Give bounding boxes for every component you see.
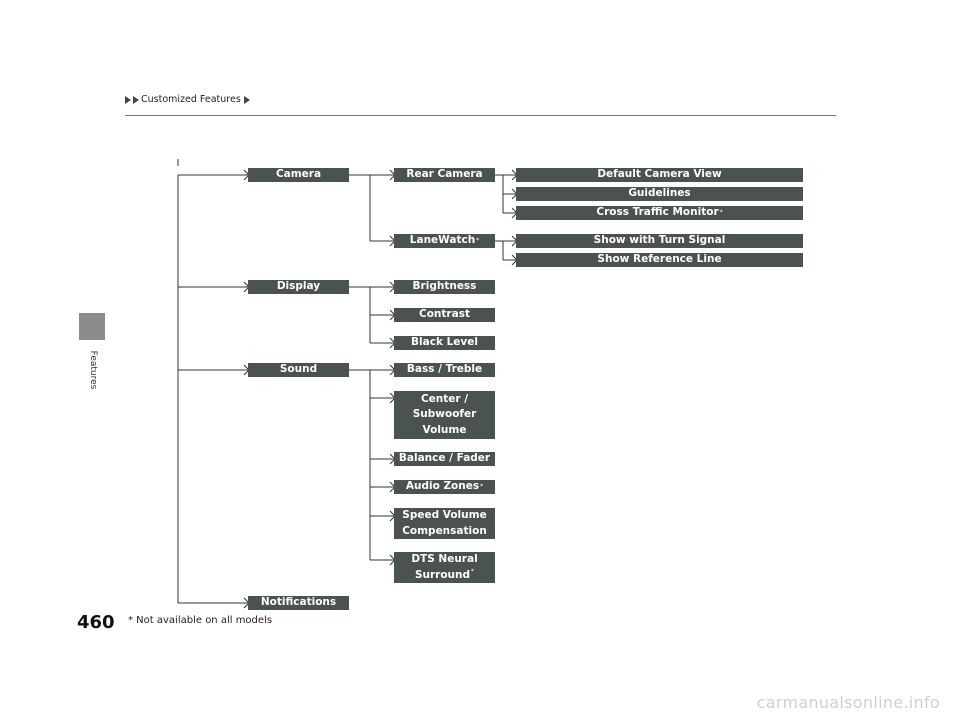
menu-node-guidelines[interactable]: Guidelines — [516, 187, 803, 201]
menu-node-label: Sound — [279, 363, 318, 376]
menu-node-label: Cross Traffic Monitor — [596, 206, 719, 219]
menu-node-label: LaneWatch — [409, 234, 476, 247]
menu-node-brightness[interactable]: Brightness — [394, 280, 495, 294]
menu-node-contrast[interactable]: Contrast — [394, 308, 495, 322]
asterisk-mark: * — [476, 236, 480, 244]
menu-node-camera[interactable]: Camera — [248, 168, 349, 182]
menu-node-balance-fader[interactable]: Balance / Fader — [394, 452, 495, 466]
menu-node-show-reference-line[interactable]: Show Reference Line — [516, 253, 803, 267]
menu-node-show-with-turn-signal[interactable]: Show with Turn Signal — [516, 234, 803, 248]
menu-node-dts-neural-surround[interactable]: DTS Neural Surround* — [394, 552, 495, 583]
menu-node-label: Black Level — [411, 336, 478, 349]
menu-node-notifications[interactable]: Notifications — [248, 596, 349, 610]
menu-node-label: Default Camera View — [597, 168, 722, 181]
breadcrumb-arrow-icon — [133, 95, 139, 104]
breadcrumb-label[interactable]: Customized Features — [141, 94, 241, 105]
breadcrumb-arrow-icon — [125, 95, 131, 104]
watermark: carmanualsonline.info — [756, 693, 940, 712]
menu-node-label: Show with Turn Signal — [593, 234, 726, 247]
asterisk-mark: * — [471, 568, 475, 575]
header-divider — [125, 115, 836, 116]
menu-node-lanewatch[interactable]: LaneWatch* — [394, 234, 495, 248]
menu-node-black-level[interactable]: Black Level — [394, 336, 495, 350]
menu-node-bass-treble[interactable]: Bass / Treble — [394, 363, 495, 377]
asterisk-mark: * — [719, 208, 723, 216]
menu-node-label: Notifications — [260, 596, 337, 609]
menu-node-label: Audio Zones — [405, 480, 480, 493]
menu-node-label: Guidelines — [628, 187, 691, 200]
menu-node-label: Contrast — [419, 308, 470, 321]
footnote: * Not available on all models — [128, 615, 273, 626]
menu-node-label: Brightness — [412, 280, 477, 293]
menu-node-label: Balance / Fader — [398, 452, 491, 465]
breadcrumb-arrow-icon — [243, 95, 250, 104]
menu-node-speed-volume-compensation[interactable]: Speed Volume Compensation — [394, 508, 495, 539]
menu-node-cross-traffic-monitor[interactable]: Cross Traffic Monitor* — [516, 206, 803, 220]
breadcrumb[interactable]: Customized Features — [125, 94, 252, 105]
menu-node-label: Display — [276, 280, 321, 293]
menu-node-center-subwoofer-volume[interactable]: Center / Subwoofer Volume — [394, 391, 495, 439]
menu-node-default-camera-view[interactable]: Default Camera View — [516, 168, 803, 182]
menu-node-sound[interactable]: Sound — [248, 363, 349, 377]
menu-node-label: Center / Subwoofer Volume — [412, 393, 477, 436]
menu-node-label: Bass / Treble — [406, 363, 483, 376]
menu-node-rear-camera[interactable]: Rear Camera — [394, 168, 495, 182]
menu-node-display[interactable]: Display — [248, 280, 349, 294]
menu-node-label: Camera — [275, 168, 322, 181]
menu-node-audio-zones[interactable]: Audio Zones* — [394, 480, 495, 494]
asterisk-mark: * — [480, 482, 484, 490]
menu-node-label: Show Reference Line — [597, 253, 722, 266]
menu-node-label: Rear Camera — [406, 168, 483, 181]
menu-node-label: DTS Neural Surround — [411, 553, 478, 581]
section-tab — [79, 313, 105, 340]
page-number: 460 — [77, 612, 115, 633]
menu-node-label: Speed Volume Compensation — [402, 509, 487, 537]
